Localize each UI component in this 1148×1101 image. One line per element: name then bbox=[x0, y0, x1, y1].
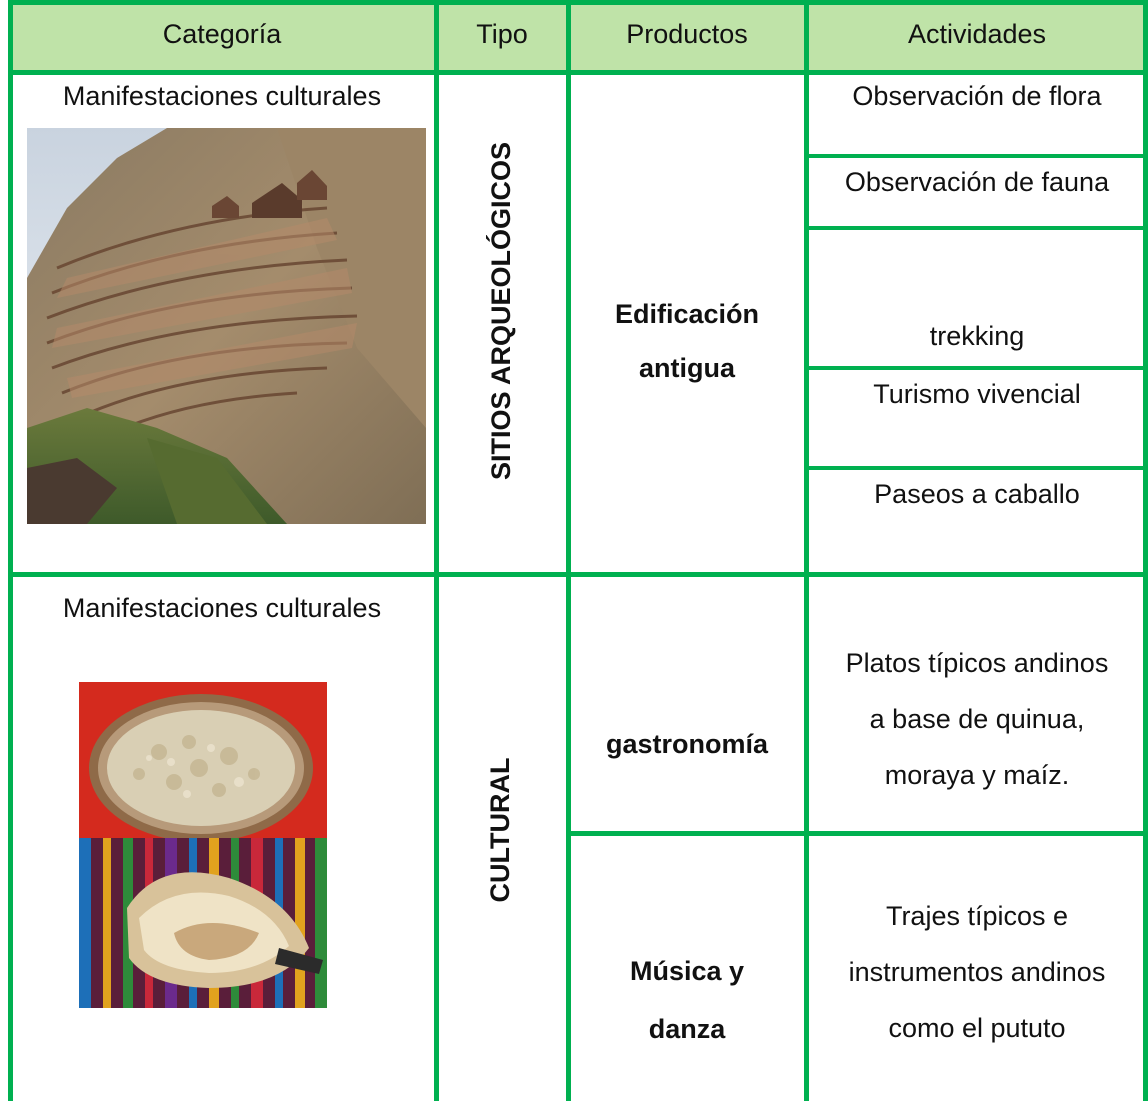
quinoa-dish-photo bbox=[79, 682, 327, 838]
row2-producto-gastronomia: gastronomía bbox=[605, 729, 769, 759]
quinoa-dish-image bbox=[79, 682, 327, 838]
grid-hline-header bbox=[8, 70, 1148, 75]
row2-tipo: CULTURAL bbox=[485, 757, 515, 903]
pututo-photo bbox=[79, 838, 327, 1008]
row1-actividad-2: Observación de fauna bbox=[844, 167, 1110, 197]
grid-hline-act2 bbox=[806, 226, 1148, 230]
grid-hline-act3 bbox=[806, 366, 1148, 370]
row1-actividad-5: Paseos a caballo bbox=[874, 479, 1080, 509]
row2-categoria: Manifestaciones culturales bbox=[62, 593, 382, 623]
row1-tipo: SITIOS ARQUEOLÓGICOS bbox=[486, 141, 516, 480]
row1-categoria: Manifestaciones culturales bbox=[62, 81, 382, 111]
grid-vline-left bbox=[8, 0, 13, 1101]
row2-producto-musica-line2: danza bbox=[648, 1014, 726, 1044]
grid-hline-act4 bbox=[806, 466, 1148, 470]
row2-actividad-gastro-line3: moraya y maíz. bbox=[884, 760, 1070, 790]
grid-hline-top bbox=[8, 0, 1148, 5]
ruins-photo bbox=[27, 128, 426, 524]
grid-vline-right bbox=[1143, 0, 1148, 1101]
grid-hline-act1 bbox=[806, 154, 1148, 158]
row1-producto-line1: Edificación bbox=[614, 299, 760, 329]
row1-actividad-1: Observación de flora bbox=[852, 81, 1102, 111]
row1-actividad-3: trekking bbox=[929, 321, 1025, 351]
row2-actividad-gastro-line1: Platos típicos andinos bbox=[845, 648, 1109, 678]
terraced-ruins-image bbox=[27, 128, 426, 524]
row2-actividad-musica-line2: instrumentos andinos bbox=[848, 957, 1106, 987]
header-row bbox=[8, 0, 1148, 70]
grid-vline-actividades bbox=[804, 0, 809, 1101]
row2-producto-musica-line1: Música y bbox=[629, 956, 745, 986]
grid-hline-row2-products bbox=[568, 831, 1148, 836]
row1-producto-line2: antigua bbox=[638, 353, 735, 383]
pututo-conch-image bbox=[79, 838, 327, 1008]
row2-actividad-musica-line3: como el pututo bbox=[888, 1013, 1066, 1043]
header-categoria: Categoría bbox=[162, 19, 282, 49]
grid-vline-tipo bbox=[434, 0, 439, 1101]
header-tipo: Tipo bbox=[476, 19, 528, 49]
grid-hline-row1-end bbox=[8, 572, 1148, 577]
row1-actividad-4: Turismo vivencial bbox=[873, 379, 1081, 409]
grid-vline-productos bbox=[566, 0, 571, 1101]
header-productos: Productos bbox=[626, 19, 748, 49]
row2-actividad-musica-line1: Trajes típicos e bbox=[885, 901, 1069, 931]
row2-actividad-gastro-line2: a base de quinua, bbox=[869, 704, 1085, 734]
header-actividades: Actividades bbox=[907, 19, 1047, 49]
